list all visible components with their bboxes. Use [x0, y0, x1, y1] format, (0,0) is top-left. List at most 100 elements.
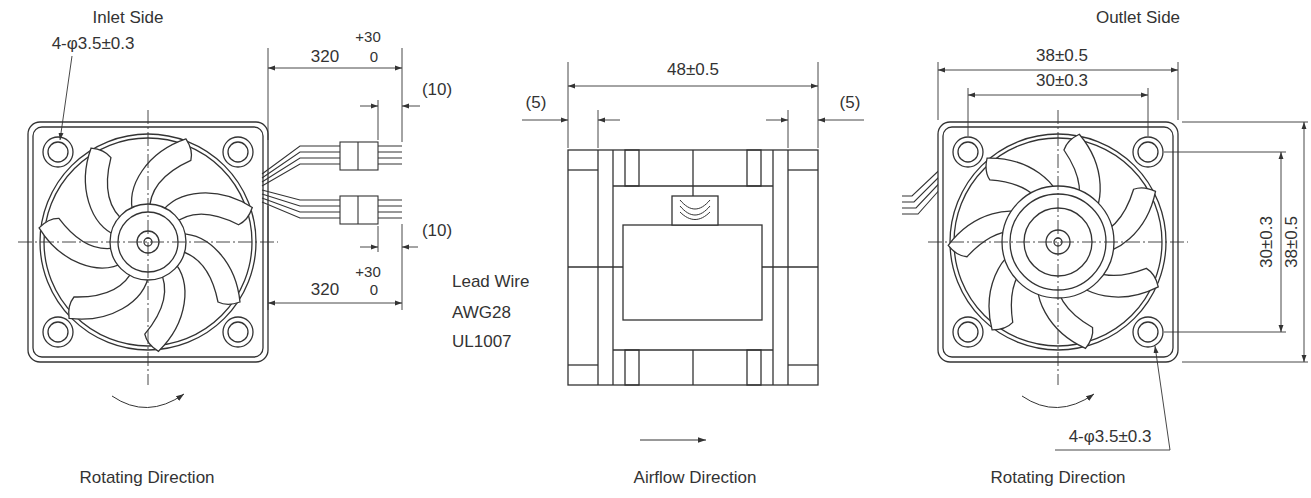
mounting-holes — [953, 137, 983, 167]
direction-label: Rotating Direction — [990, 469, 1125, 488]
side-view — [692, 150, 693, 196]
dimension-lines — [938, 62, 1308, 450]
side-view — [625, 150, 639, 186]
side-view — [672, 196, 718, 225]
dimension-lines — [598, 120, 620, 121]
rotation-arrow — [1022, 394, 1094, 408]
dimension-lines — [360, 247, 378, 248]
side-view — [747, 350, 761, 385]
dimension-lines — [1182, 122, 1308, 123]
dimension-lines — [60, 48, 420, 310]
dimension-lines — [1164, 332, 1286, 333]
dimension-lines — [268, 68, 402, 69]
mounting-holes — [953, 317, 983, 347]
tolerance-label: 0 — [370, 49, 378, 66]
airflow-arrow — [640, 440, 706, 441]
lead-wires — [378, 146, 402, 164]
dimension-label: 320 — [311, 281, 339, 300]
dimension-label: 38±0.5 — [1036, 47, 1088, 66]
lead-wires — [262, 194, 340, 206]
mounting-holes — [223, 317, 253, 347]
side-view — [568, 150, 818, 385]
side-view — [788, 364, 818, 365]
dimension-lines — [938, 70, 1178, 71]
dimension-lines — [268, 48, 269, 140]
side-view — [568, 364, 598, 365]
dimension-lines — [598, 110, 599, 148]
hole-callout: 4-φ3.5±0.3 — [52, 35, 135, 54]
mounting-holes — [43, 137, 73, 167]
center-lines — [148, 110, 149, 385]
dimension-lines — [1182, 362, 1308, 363]
lead-wires — [340, 196, 378, 224]
dimension-lines — [568, 62, 569, 148]
mounting-holes — [1133, 317, 1163, 347]
side-view — [692, 350, 693, 385]
lead-wires — [262, 164, 340, 186]
direction-label: Rotating Direction — [79, 469, 214, 488]
tolerance-label: +30 — [355, 264, 380, 281]
lead-wires — [262, 198, 340, 212]
dimension-lines — [938, 62, 939, 120]
dimension-lines — [402, 106, 420, 107]
dimension-lines — [378, 226, 379, 252]
view-title: Outlet Side — [1096, 9, 1180, 28]
dimension-lines — [268, 303, 402, 304]
dimension-label: (5) — [526, 94, 547, 113]
fan-blades — [38, 138, 254, 352]
mounting-holes — [43, 317, 73, 347]
side-view — [625, 350, 639, 385]
dimension-label: 30±0.3 — [1258, 216, 1277, 268]
dimension-lines — [1164, 152, 1286, 153]
lead-wires — [262, 202, 340, 218]
mounting-holes — [48, 142, 68, 162]
lead-wires — [262, 190, 340, 200]
dimension-lines — [568, 86, 818, 87]
dimension-label: 48±0.5 — [667, 61, 719, 80]
tolerance-label: 0 — [370, 282, 378, 299]
wire-spec: AWG28 — [452, 304, 511, 323]
lead-wires — [262, 142, 402, 224]
dimension-lines — [268, 206, 269, 310]
side-view — [788, 169, 818, 170]
outlet-view — [902, 62, 1308, 450]
lead-wires — [357, 196, 358, 224]
dimension-lines — [766, 120, 788, 121]
side-view — [747, 150, 761, 186]
tolerance-label: +30 — [355, 29, 380, 46]
dimension-label: (10) — [422, 222, 452, 241]
side-view — [623, 225, 762, 320]
center-lines — [928, 110, 1188, 385]
dimension-lines — [818, 120, 864, 121]
dimension-lines — [402, 48, 403, 142]
lead-wires — [340, 142, 378, 170]
dimension-lines — [1178, 62, 1179, 120]
mounting-holes — [228, 142, 248, 162]
dimension-label: 30±0.3 — [1036, 72, 1088, 91]
inlet-view — [18, 48, 420, 408]
dimension-lines — [1281, 152, 1282, 332]
wire-spec: Lead Wire — [452, 273, 529, 292]
hole-callout: 4-φ3.5±0.3 — [1069, 428, 1152, 447]
side-view — [680, 200, 710, 220]
dimension-label: 320 — [311, 48, 339, 67]
dimension-lines — [968, 95, 1148, 96]
dimension-lines — [1304, 122, 1305, 362]
wire-spec: UL1007 — [452, 333, 512, 352]
dimension-label: (5) — [840, 94, 861, 113]
dimension-lines — [1055, 346, 1170, 450]
mounting-holes — [228, 322, 248, 342]
dimension-label: 38±0.5 — [1283, 216, 1302, 268]
dimension-lines — [522, 120, 568, 121]
mounting-holes — [223, 137, 253, 167]
mounting-holes — [1138, 142, 1158, 162]
mounting-holes — [48, 322, 68, 342]
center-lines — [1058, 110, 1059, 385]
mounting-holes — [1138, 322, 1158, 342]
view-title: Inlet Side — [93, 9, 164, 28]
center-lines — [18, 110, 278, 385]
rotation-arrow — [112, 394, 184, 408]
